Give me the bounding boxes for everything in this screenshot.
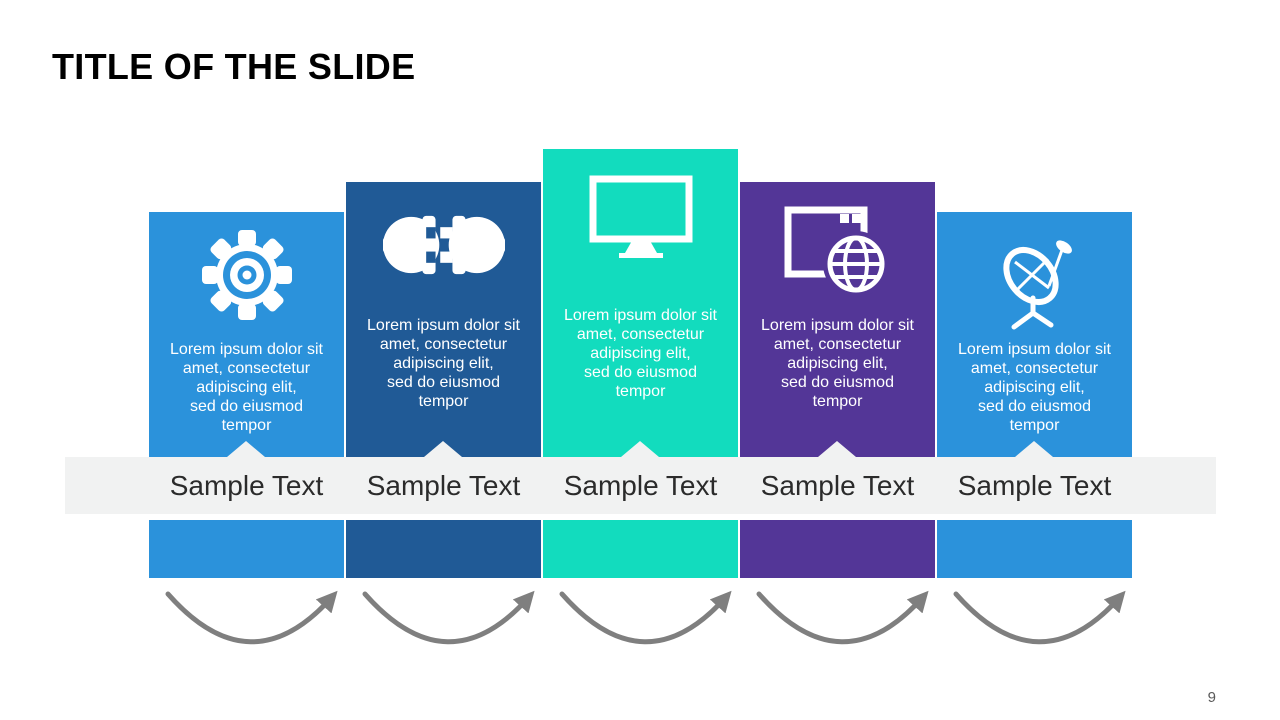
page-number: 9 — [1207, 689, 1216, 706]
process-column-3: Lorem ipsum dolor sit amet, consectetur … — [543, 149, 738, 457]
gear-icon — [149, 230, 344, 320]
browser-globe-icon — [740, 206, 935, 298]
satellite-dish-icon — [937, 234, 1132, 330]
slide-title: TITLE OF THE SLIDE — [52, 46, 416, 87]
column-footer-block — [149, 520, 344, 578]
column-pointer-notch — [1015, 441, 1053, 457]
column-footer-block — [740, 520, 935, 578]
process-column-2: Lorem ipsum dolor sit amet, consectetur … — [346, 182, 541, 457]
sample-text-label: Sample Text — [366, 469, 521, 501]
column-description: Lorem ipsum dolor sit amet, consectetur … — [170, 341, 323, 434]
process-column-1: Lorem ipsum dolor sit amet, consectetur … — [149, 212, 344, 457]
process-column-4: Lorem ipsum dolor sit amet, consectetur … — [740, 182, 935, 457]
sample-text-label: Sample Text — [169, 469, 324, 501]
curved-arrow — [950, 584, 1128, 653]
monitor-icon — [543, 175, 738, 259]
curved-arrow — [162, 584, 340, 653]
sample-text-label: Sample Text — [563, 469, 718, 501]
column-description: Lorem ipsum dolor sit amet, consectetur … — [367, 317, 520, 410]
process-column-5: Lorem ipsum dolor sit amet, consectetur … — [937, 212, 1132, 457]
plug-connection-icon — [346, 206, 541, 284]
column-footer-block — [543, 520, 738, 578]
curved-arrow — [359, 584, 537, 653]
curved-arrow — [753, 584, 931, 653]
column-pointer-notch — [227, 441, 265, 457]
column-description: Lorem ipsum dolor sit amet, consectetur … — [958, 341, 1111, 434]
column-description: Lorem ipsum dolor sit amet, consectetur … — [761, 317, 914, 410]
sample-text-label: Sample Text — [760, 469, 915, 501]
column-description: Lorem ipsum dolor sit amet, consectetur … — [564, 307, 717, 400]
sample-text-label: Sample Text — [957, 469, 1112, 501]
column-footer-block — [346, 520, 541, 578]
column-pointer-notch — [818, 441, 856, 457]
curved-arrow — [556, 584, 734, 653]
column-footer-block — [937, 520, 1132, 578]
column-pointer-notch — [424, 441, 462, 457]
column-pointer-notch — [621, 441, 659, 457]
sample-text-band — [65, 457, 1216, 514]
